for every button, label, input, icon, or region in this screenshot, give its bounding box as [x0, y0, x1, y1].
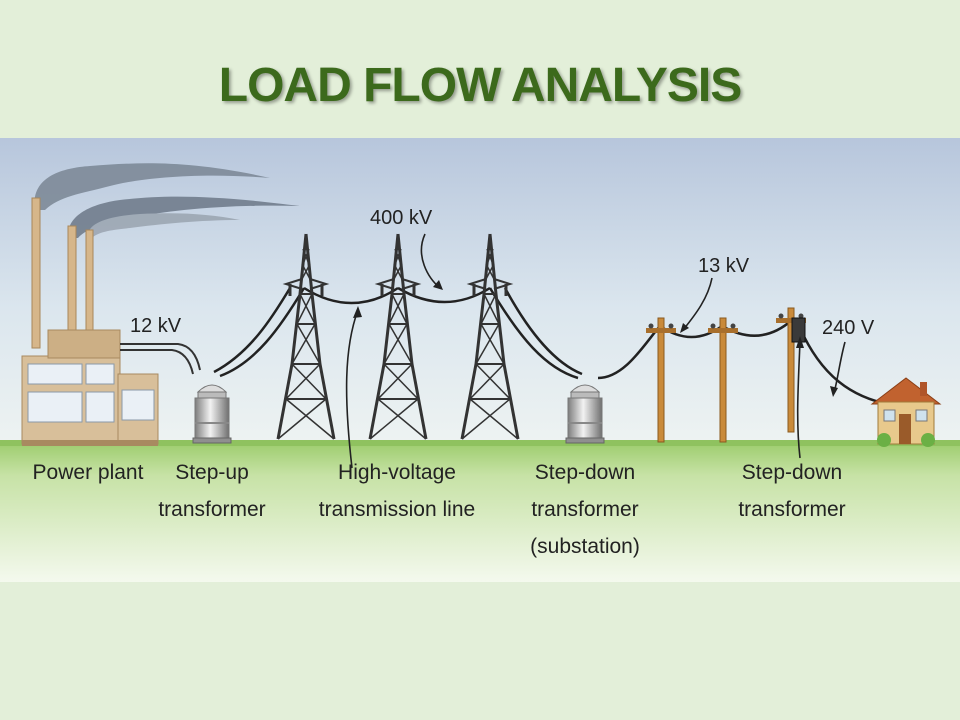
caption-substation: transformer — [531, 498, 638, 521]
caption-step-down: Step-down — [742, 461, 842, 484]
slide-title: LOAD FLOW ANALYSIS — [218, 59, 742, 112]
voltage-label-240v: 240 V — [822, 317, 875, 339]
ground — [0, 440, 960, 582]
caption-step-up: Step-up — [175, 461, 249, 484]
caption-substation: (substation) — [530, 535, 640, 558]
caption-transmission-line: transmission line — [319, 498, 475, 521]
voltage-label-400kv: 400 kV — [370, 207, 433, 229]
caption-transmission-line: High-voltage — [338, 461, 456, 484]
voltage-label-13kv: 13 kV — [698, 255, 750, 277]
step-up-transformer-icon — [192, 384, 232, 444]
pole-transformer-icon — [791, 317, 806, 343]
caption-step-up: transformer — [158, 498, 265, 521]
house-icon — [870, 377, 942, 447]
substation-transformer-icon — [565, 384, 605, 444]
smoke-icon — [34, 163, 300, 238]
caption-step-down: transformer — [738, 498, 845, 521]
caption-power-plant: Power plant — [33, 461, 144, 484]
power-plant-icon — [21, 197, 159, 446]
power-grid-diagram: 12 kV 400 kV 13 kV 240 V Power plant Ste… — [0, 138, 960, 582]
voltage-label-12kv: 12 kV — [130, 315, 182, 337]
caption-substation: Step-down — [535, 461, 635, 484]
